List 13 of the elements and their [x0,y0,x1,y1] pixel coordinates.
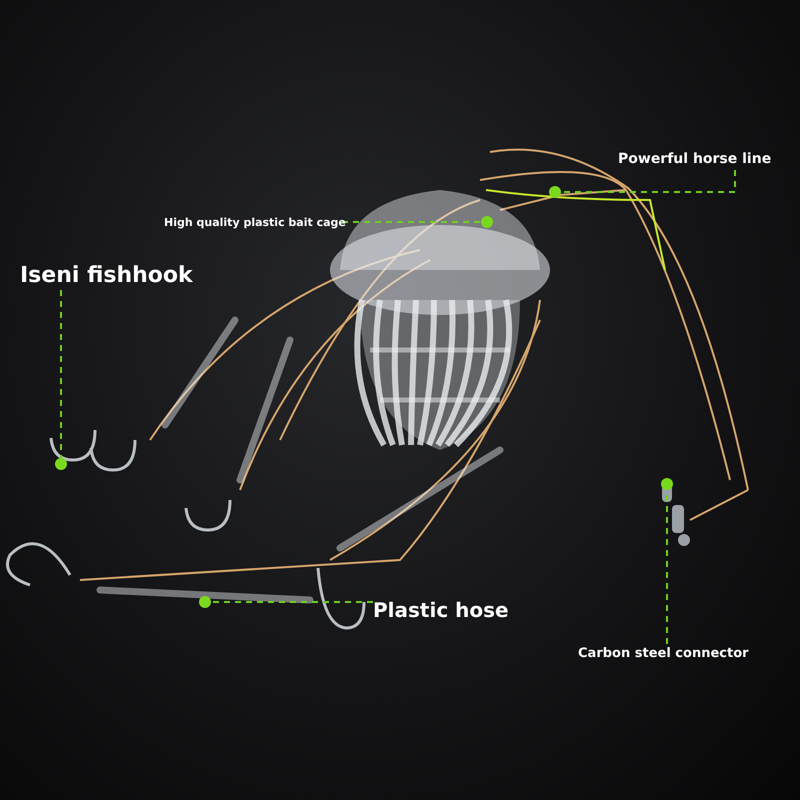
marker-dot [199,596,211,608]
marker-dot [481,216,493,228]
leader-line [211,601,373,603]
marker-dot [55,458,67,470]
marker-dot [549,186,561,198]
callout-label: Plastic hose [373,597,515,623]
leader-line [342,221,481,223]
leader-line [561,170,736,193]
marker-dot [661,478,673,490]
callout-label: Iseni fishhook [20,262,198,290]
callout-label: Powerful horse line [618,148,790,170]
callout-label: Carbon steel connector [578,644,750,662]
leader-line [60,290,62,458]
